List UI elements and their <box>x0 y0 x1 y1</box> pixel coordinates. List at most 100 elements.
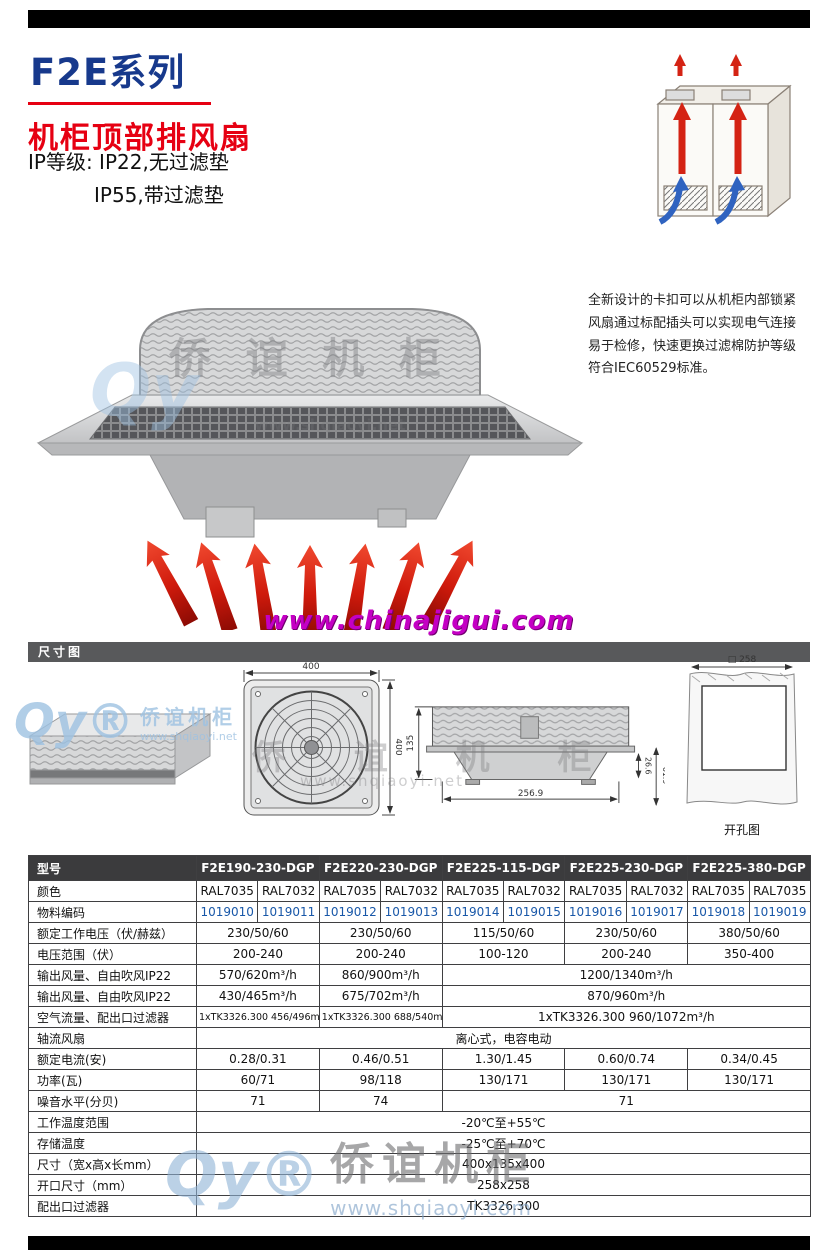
table-cell: 1.30/1.45 <box>441 1048 566 1070</box>
row-label: 轴流风扇 <box>28 1027 197 1049</box>
table-cell: 200-240 <box>318 943 443 965</box>
row-label: 输出风量、自由吹风IP22 <box>28 985 197 1007</box>
table-row: 工作温度范围-20℃至+55℃ <box>28 1111 811 1133</box>
top-bar <box>28 10 810 28</box>
table-cell: 430/465m³/h <box>196 985 320 1007</box>
feature-description: 全新设计的卡扣可以从机柜内部锁紧 风扇通过标配插头可以实现电气连接 易于检修，快… <box>588 290 826 381</box>
table-cell: 1019018 <box>687 901 750 923</box>
table-cell: RAL7032 <box>625 880 689 902</box>
photo-watermark: 侨 谊 机 柜 www.shqiaoyi.net Qy <box>90 334 451 434</box>
dimension-perspective-view <box>28 713 212 785</box>
table-row: 存储温度-25℃至+70℃ <box>28 1132 811 1154</box>
product-photo-fan-unit: 侨 谊 机 柜 www.shqiaoyi.net Qy <box>36 308 584 630</box>
desc-line-2: 风扇通过标配插头可以实现电气连接 <box>588 315 797 331</box>
col-header-model: F2E225-380-DGP <box>687 855 811 881</box>
table-row: 尺寸（宽x高x长mm）400x135x400 <box>28 1153 811 1175</box>
table-cell: 350-400 <box>687 943 811 965</box>
svg-text:侨 谊 机 柜: 侨 谊 机 柜 <box>168 334 451 383</box>
cabinet-cool-air-arrows <box>658 176 745 225</box>
series-title: F2E系列 <box>28 42 212 105</box>
table-cell: 860/900m³/h <box>318 964 443 986</box>
row-label: 物料编码 <box>28 901 197 923</box>
table-cell: RAL7032 <box>502 880 566 902</box>
col-header-model: F2E225-230-DGP <box>564 855 689 881</box>
table-cell: 870/960m³/h <box>441 985 811 1007</box>
table-cell: RAL7035 <box>748 880 811 902</box>
dim-cutout: □ 258 <box>728 655 757 665</box>
table-row: 轴流风扇离心式，电容电动 <box>28 1027 811 1049</box>
row-label: 存储温度 <box>28 1132 197 1154</box>
col-header-model-label: 型号 <box>28 855 197 881</box>
table-cell: 130/171 <box>564 1069 689 1091</box>
table-cell: 1200/1340m³/h <box>441 964 811 986</box>
row-label: 输出风量、自由吹风IP22 <box>28 964 197 986</box>
table-cell: 200-240 <box>196 943 320 965</box>
table-cell: 100-120 <box>441 943 566 965</box>
fan-housing <box>36 308 584 538</box>
dim-side-height: 135 <box>406 735 416 752</box>
dimension-cutout-diagram: □ 258 开孔图 <box>686 655 798 837</box>
table-cell: 1xTK3326.300 688/540m³/h <box>318 1006 443 1028</box>
table-cell: 570/620m³/h <box>196 964 320 986</box>
col-header-model: F2E220-230-DGP <box>318 855 443 881</box>
table-cell: 230/50/60 <box>318 922 443 944</box>
table-cell: 1019010 <box>195 901 259 923</box>
table-cell: 200-240 <box>564 943 689 965</box>
table-cell: TK3326.300 <box>196 1195 811 1217</box>
table-cell: 1019013 <box>380 901 443 923</box>
dim-side-width: 256.9 <box>518 789 543 799</box>
row-label: 颜色 <box>28 880 197 902</box>
table-cell: 1019015 <box>502 901 566 923</box>
table-cell: 230/50/60 <box>564 922 689 944</box>
table-cell: 98/118 <box>318 1069 443 1091</box>
table-cell: 0.60/0.74 <box>564 1048 689 1070</box>
table-cell: 1xTK3326.300 960/1072m³/h <box>441 1006 811 1028</box>
cabinet-airflow-illustration <box>656 54 792 225</box>
table-cell: 1xTK3326.300 456/496m³/h <box>196 1006 320 1028</box>
row-label: 电压范围（伏） <box>28 943 197 965</box>
table-cell: 230/50/60 <box>196 922 320 944</box>
dim-side-d1: 26.6 <box>643 757 652 774</box>
table-cell: -20℃至+55℃ <box>196 1111 811 1133</box>
table-cell: 130/171 <box>441 1069 566 1091</box>
table-cell: RAL7035 <box>564 880 627 902</box>
desc-line-3: 易于检修，快速更换过滤棉防护等级 <box>588 338 797 354</box>
table-cell: 离心式，电容电动 <box>196 1027 811 1049</box>
cutout-panel <box>686 672 798 805</box>
row-label: 额定工作电压（伏/赫兹） <box>28 922 197 944</box>
dimension-section-header: 尺寸图 <box>28 642 810 662</box>
table-cell: 71 <box>441 1090 811 1112</box>
table-cell: -25℃至+70℃ <box>196 1132 811 1154</box>
perspective-fan-unit <box>28 713 212 785</box>
title-block: F2E系列 机柜顶部排风扇 <box>28 42 252 157</box>
row-label: 噪音水平(分贝) <box>28 1090 197 1112</box>
row-label: 功率(瓦) <box>28 1069 197 1091</box>
table-cell: 400x135x400 <box>196 1153 811 1175</box>
table-cell: RAL7032 <box>380 880 443 902</box>
dim-front-height: 400 <box>393 738 402 755</box>
desc-line-1: 全新设计的卡扣可以从机柜内部锁紧 <box>588 293 797 308</box>
table-cell: 1019016 <box>564 901 627 923</box>
svg-text:Qy: Qy <box>90 348 201 432</box>
table-cell: 1019011 <box>257 901 320 923</box>
front-view-body <box>243 679 380 816</box>
table-cell: 0.34/0.45 <box>687 1048 811 1070</box>
row-label: 开口尺寸（mm） <box>28 1174 197 1196</box>
table-cell: 1019012 <box>318 901 382 923</box>
table-cell: 74 <box>318 1090 443 1112</box>
ip-rating: IP等级: IP22,无过滤垫 IP55,带过滤垫 <box>28 146 229 212</box>
ip-line-2: IP55,带过滤垫 <box>94 183 224 207</box>
table-cell: 115/50/60 <box>441 922 566 944</box>
subtitle: 机柜顶部排风扇 <box>28 121 252 156</box>
table-cell: 130/171 <box>687 1069 811 1091</box>
cabinet-hot-air-arrows <box>673 54 747 174</box>
table-cell: 675/702m³/h <box>318 985 443 1007</box>
dim-front-width: 400 <box>302 662 319 672</box>
col-header-model: F2E225-115-DGP <box>441 855 566 881</box>
